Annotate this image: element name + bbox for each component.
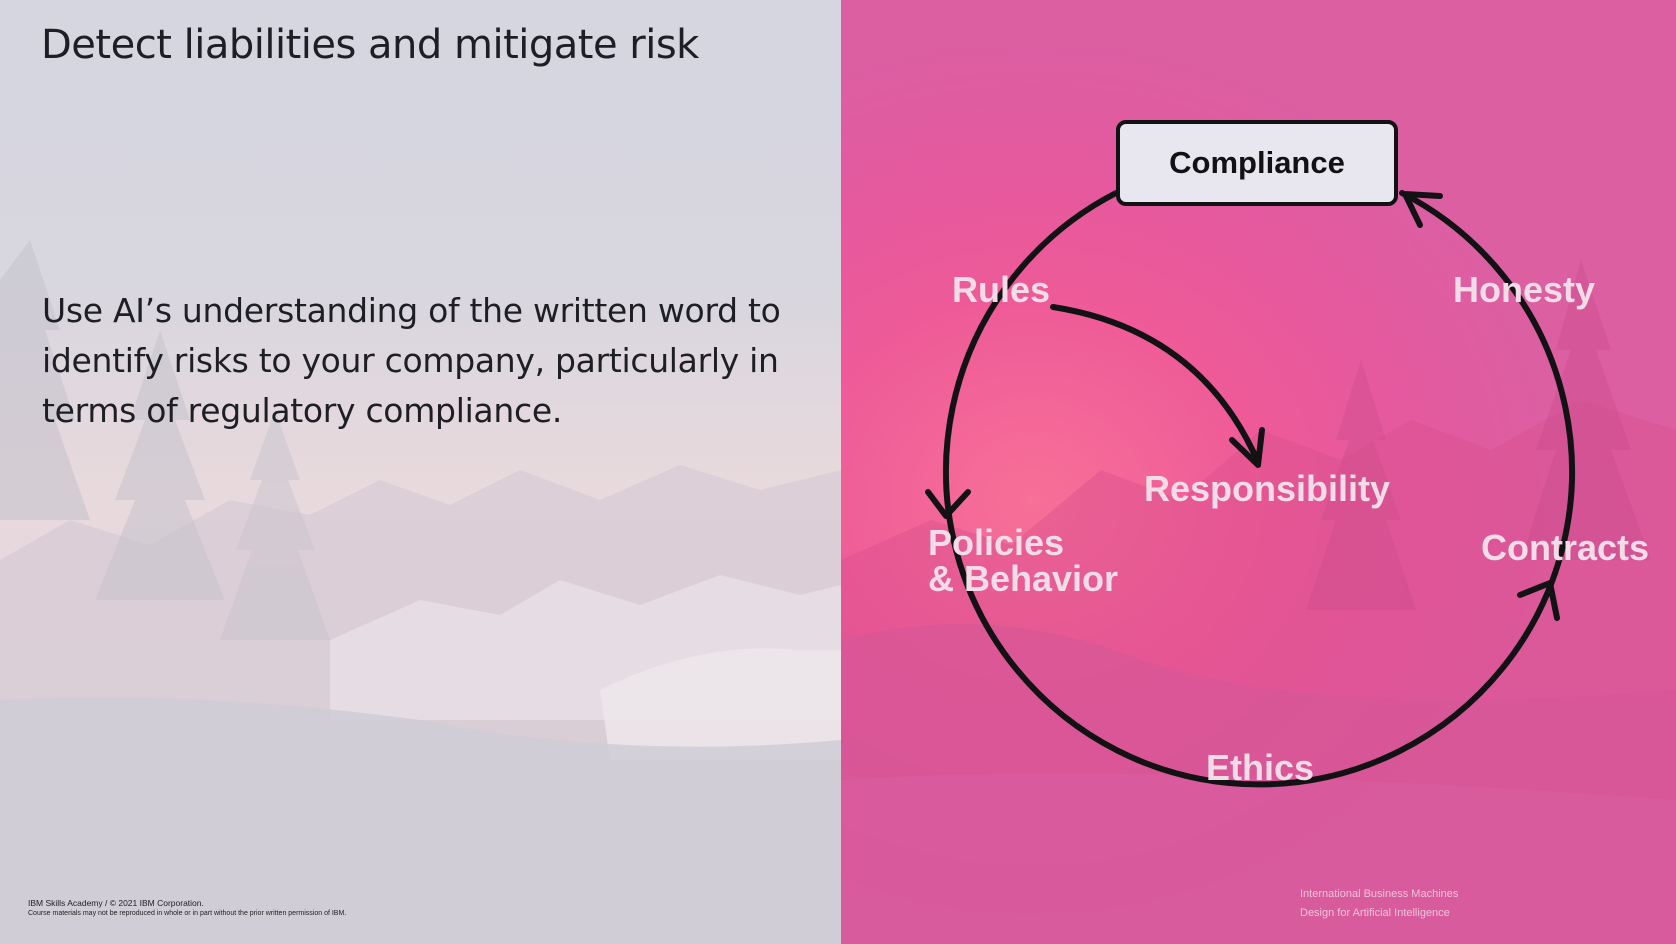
body-text: Use AI’s understanding of the written wo… <box>42 291 781 430</box>
ibm-footer: International Business Machines Design f… <box>1300 885 1458 923</box>
ethics-label: Ethics <box>1206 747 1315 788</box>
compliance-arrowhead <box>1402 191 1443 228</box>
behavior-line: & Behavior <box>928 558 1119 599</box>
policies-line: Policies <box>928 522 1065 563</box>
left-panel: Detect liabilities and mitigate risk Use… <box>0 0 841 944</box>
responsibility-label: Responsibility <box>1144 468 1391 509</box>
copyright-notice: Course materials may not be reproduced i… <box>28 910 347 917</box>
page-title: Detect liabilities and mitigate risk <box>41 22 699 68</box>
compliance-box: Compliance <box>1116 120 1398 206</box>
copyright-line: IBM Skills Academy / © 2021 IBM Corporat… <box>28 898 204 908</box>
honesty-label: Honesty <box>1453 269 1596 310</box>
policies-arrowhead <box>925 489 971 519</box>
contracts-label: Contracts <box>1481 527 1650 568</box>
policies-behavior-label: Policies & Behavior <box>928 525 1118 597</box>
rules-label: Rules <box>952 269 1051 310</box>
compliance-label: Compliance <box>1169 145 1345 180</box>
course-name: Design for Artificial Intelligence <box>1300 907 1450 919</box>
rules-to-responsibility-arrow <box>1050 304 1261 465</box>
mountain-landscape-background <box>330 575 841 760</box>
contracts-arrowhead <box>1517 580 1560 621</box>
company-name: International Business Machines <box>1300 888 1459 900</box>
responsibility-arrowhead <box>1229 427 1265 468</box>
copyright-footer: IBM Skills Academy / © 2021 IBM Corporat… <box>28 898 346 919</box>
cycle-arc <box>943 190 1575 788</box>
